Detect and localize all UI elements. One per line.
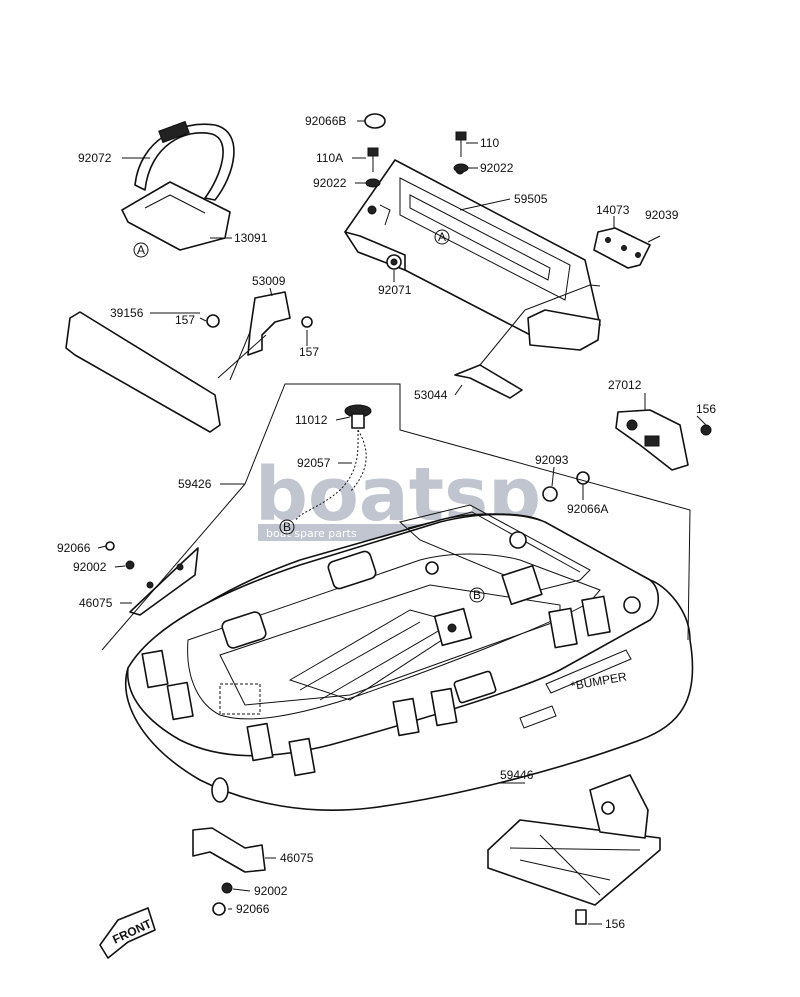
holder-27012 bbox=[615, 409, 689, 471]
callout-46075-bottom: 46075 bbox=[280, 851, 314, 865]
callout-92002-left: 92002 bbox=[73, 560, 107, 574]
callout-53009: 53009 bbox=[252, 274, 286, 288]
hull-59426: *BUMPER bbox=[124, 504, 694, 811]
callout-156-top: 156 bbox=[696, 402, 716, 416]
callout-59446: 59446 bbox=[500, 768, 534, 782]
callout-92022-left: 92022 bbox=[313, 176, 347, 190]
callout-11012: 11012 bbox=[295, 413, 328, 427]
bracket-53009 bbox=[247, 291, 291, 356]
callout-92072: 92072 bbox=[78, 151, 112, 165]
hardware bbox=[105, 113, 712, 925]
callout-92039: 92039 bbox=[645, 208, 679, 222]
callout-59505: 59505 bbox=[514, 192, 548, 206]
rack-59505 bbox=[344, 159, 601, 351]
pad-39156 bbox=[65, 311, 221, 433]
callout-27012: 27012 bbox=[608, 378, 642, 392]
ref-a-left: A bbox=[137, 243, 145, 257]
callout-46075-left: 46075 bbox=[79, 596, 113, 610]
callout-59426: 59426 bbox=[178, 477, 212, 491]
ref-a-rack: A bbox=[438, 230, 446, 244]
callout-92057: 92057 bbox=[297, 456, 331, 470]
callout-92093: 92093 bbox=[535, 453, 569, 467]
plug-11012 bbox=[295, 404, 372, 521]
callout-157-left: 157 bbox=[175, 313, 195, 327]
callout-92066A: 92066A bbox=[567, 502, 608, 516]
bracket-46075-bottom bbox=[192, 827, 266, 873]
callout-92066-bottom: 92066 bbox=[236, 902, 270, 916]
leader-lines bbox=[97, 120, 707, 925]
callout-53044: 53044 bbox=[414, 388, 448, 402]
strap-92072 bbox=[121, 120, 235, 251]
callout-92066-left: 92066 bbox=[57, 541, 91, 555]
callout-92066B: 92066B bbox=[305, 114, 346, 128]
callout-14073: 14073 bbox=[596, 203, 630, 217]
callout-110: 110 bbox=[480, 136, 499, 150]
plate-59446 bbox=[487, 774, 661, 906]
callout-39156: 39156 bbox=[110, 306, 144, 320]
callout-157-right: 157 bbox=[299, 345, 319, 359]
callout-92002-bottom: 92002 bbox=[254, 884, 288, 898]
callout-labels: 92066B 110 110A 92022 92022 92072 59505 … bbox=[57, 114, 716, 931]
ref-markers: A A B B bbox=[133, 229, 485, 603]
front-arrow: FRONT bbox=[99, 907, 156, 959]
bracket-14073 bbox=[593, 227, 651, 269]
callout-92071: 92071 bbox=[378, 283, 412, 297]
hook-53044 bbox=[454, 309, 526, 399]
ref-b-hull: B bbox=[473, 588, 481, 602]
ref-b-chain: B bbox=[283, 520, 291, 534]
watermark-sub: boat spare parts bbox=[266, 527, 357, 540]
callout-156-bottom: 156 bbox=[605, 917, 625, 931]
callout-92022-right: 92022 bbox=[480, 161, 514, 175]
callout-110A: 110A bbox=[316, 151, 343, 165]
callout-13091: 13091 bbox=[234, 231, 268, 245]
